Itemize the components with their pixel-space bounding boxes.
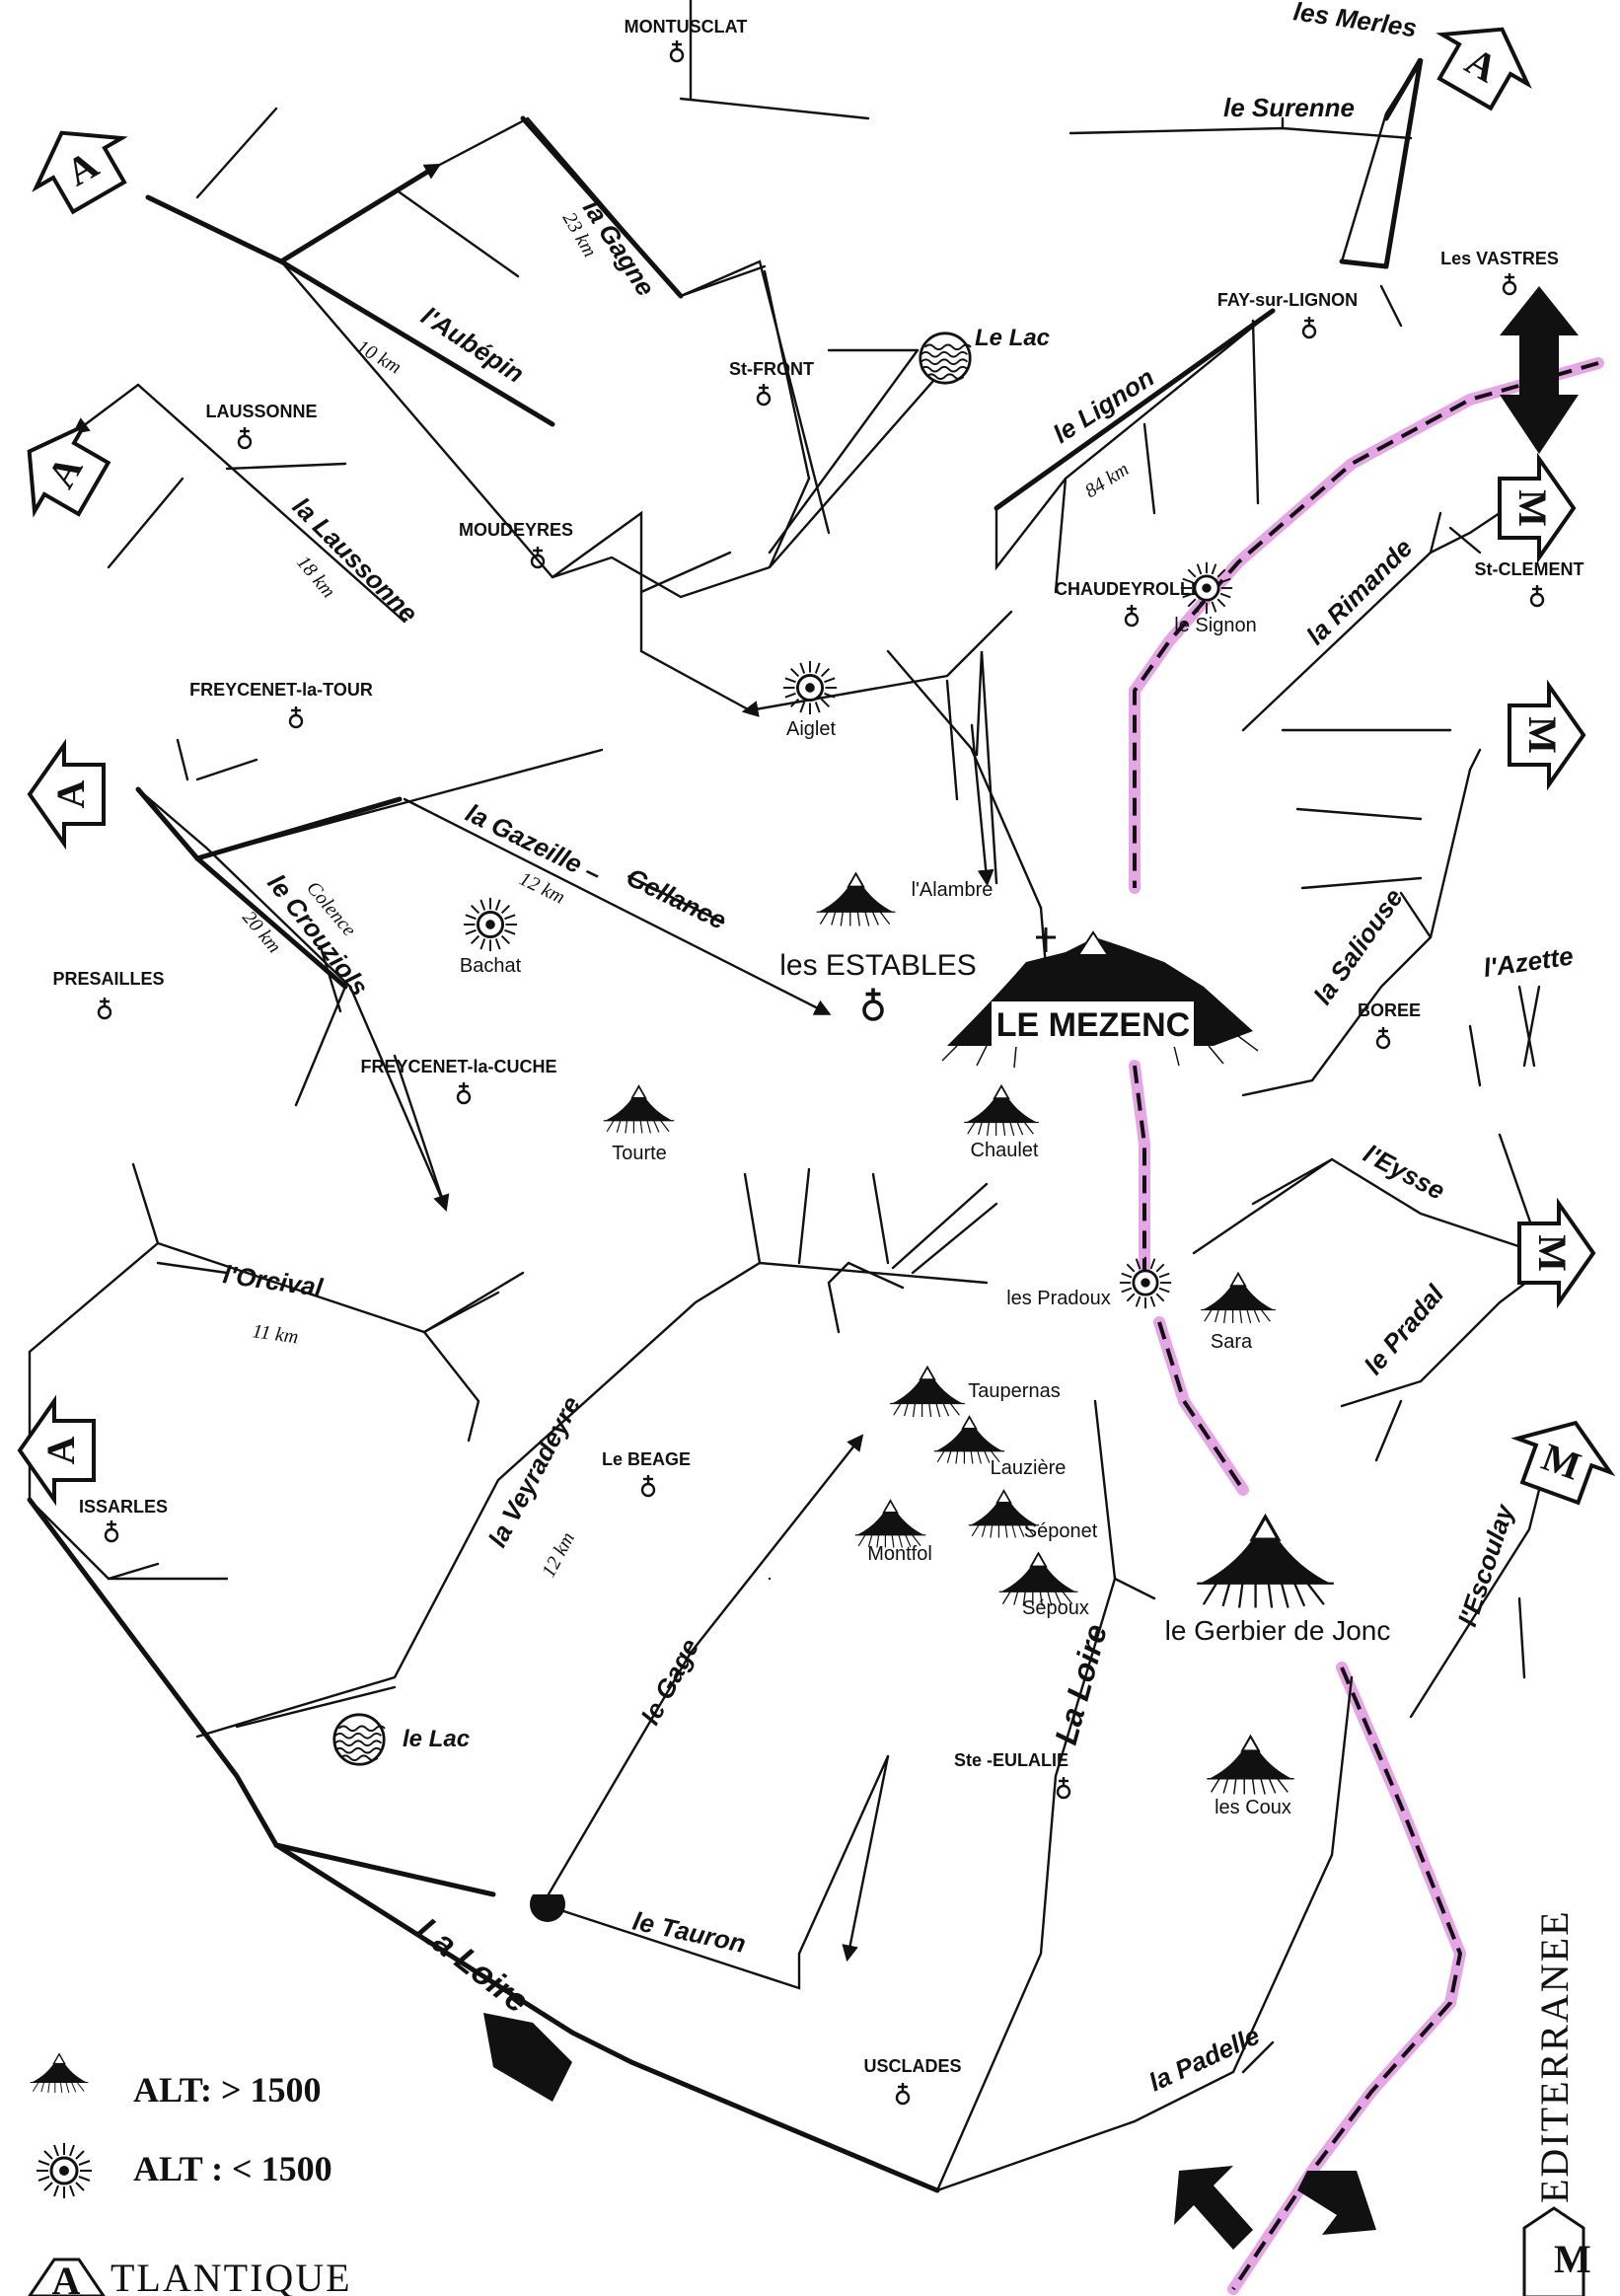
high-peaks: l'Alambre Chaulet Tourte Sara Taupernas … [602, 872, 1426, 1818]
peak-tourte: Tourte [612, 1143, 667, 1164]
town-montusclat: MONTUSCLAT [625, 17, 748, 37]
river-label-surenne: le Surenne [1223, 93, 1355, 122]
peak-pradoux: les Pradoux [1006, 1288, 1111, 1309]
double-arrow-south-east [1297, 2171, 1376, 2235]
town-boree: BOREE [1358, 1000, 1421, 1020]
main-rivers [27, 57, 1424, 2193]
lake-south: le Lac [403, 1726, 470, 1752]
river-label-gazeille-struck: Gellance [622, 861, 731, 934]
town-vastres: Les VASTRES [1440, 249, 1559, 268]
town-chaudeyrolles: CHAUDEYROLLES [1055, 579, 1215, 599]
legend-low: ALT : < 1500 [133, 2149, 332, 2188]
peak-mezenc: LE MEZENC [996, 1006, 1190, 1044]
arrow-letter-m3: M [1530, 1234, 1575, 1272]
distance-laussonne: 18 km [292, 552, 339, 602]
atlantique-rest: TLANTIQUE [110, 2256, 352, 2296]
distance-lignon: 84 km [1081, 458, 1134, 502]
arrow-letter-m2: M [1520, 716, 1565, 754]
peak-lauziere: Lauzière [991, 1457, 1067, 1479]
river-label-gage: le Gage [635, 1634, 705, 1730]
distance-gazeille: 12 km [516, 868, 568, 909]
peak-gerbier: le Gerbier de Jonc [1165, 1615, 1391, 1646]
distance-veyradeyre: 12 km [538, 1528, 579, 1581]
river-labels: la Gagne l'Aubépin la Laussonne la Gazei… [221, 0, 1575, 2097]
town-usclades: USCLADES [863, 2056, 961, 2076]
peak-seponet: Séponet [1024, 1520, 1098, 1542]
river-label-eysse: l'Eysse [1359, 1139, 1449, 1206]
arrow-letter-a4: A [38, 1436, 83, 1464]
river-label-rimande: la Rimande [1300, 533, 1418, 650]
mezenc-massif: LE MEZENC [941, 927, 1259, 1069]
distance-orcival: 11 km [251, 1320, 299, 1348]
distance-crouziols: 20 km [238, 907, 285, 957]
low-peaks: Aiglet Bachat le Signon les Pradoux [460, 560, 1257, 1310]
peak-signon: le Signon [1174, 615, 1256, 636]
tauron-mouth [530, 1894, 565, 1922]
peak-bachat: Bachat [460, 955, 522, 977]
river-label-saliouse: la Saliouse [1307, 883, 1408, 1009]
river-network [28, 0, 1546, 2193]
atlantique-initial: A [52, 2259, 81, 2296]
watershed-line [1129, 357, 1604, 2295]
town-laussonne: LAUSSONNE [205, 402, 317, 421]
distance-aubepin: 10 km [353, 335, 405, 378]
towns: MONTUSCLAT St-FRONT LAUSSONNE MOUDEYRES … [52, 17, 1584, 2106]
legend-high: ALT: > 1500 [133, 2070, 322, 2110]
arrow-letter-m1: M [1510, 489, 1555, 527]
peak-chaulet: Chaulet [971, 1140, 1039, 1161]
arrow-letter-a3: A [48, 779, 93, 808]
atlantic-arrows: A A A A A [17, 27, 1532, 1507]
town-ste-eulalie: Ste -EULALIE [954, 1750, 1068, 1770]
double-arrow-north [1500, 286, 1579, 454]
town-freycenet-tour: FREYCENET-la-TOUR [189, 680, 373, 700]
town-st-front: St-FRONT [729, 359, 814, 379]
peak-montfol: Montfol [867, 1543, 932, 1565]
peak-aiglet: Aiglet [786, 718, 836, 740]
mediterranean-arrows: M M M M [1498, 452, 1616, 1506]
double-arrow-south-west [1174, 2166, 1253, 2250]
river-label-tauron: le Tauron [630, 1906, 749, 1959]
peak-sara: Sara [1211, 1331, 1253, 1353]
peak-sepoux: Sépoux [1022, 1597, 1089, 1619]
river-label-azette: l'Azette [1482, 941, 1576, 983]
town-beage: Le BEAGE [602, 1449, 691, 1469]
river-label-escoulay: l'Escoulay [1452, 1500, 1519, 1630]
town-issarles: ISSARLES [79, 1497, 168, 1517]
peak-alambre: l'Alambre [912, 879, 994, 901]
town-moudeyres: MOUDEYRES [459, 520, 573, 540]
river-label-veyradeyre: la Veyradeyre [482, 1391, 586, 1552]
town-presailles: PRESAILLES [52, 969, 164, 989]
river-label-loire-upper: La Loire [1048, 1620, 1114, 1748]
town-st-clement: St-CLEMENT [1475, 559, 1584, 579]
lake-north: Le Lac [975, 325, 1050, 351]
loire-dam [483, 2013, 572, 2102]
town-freycenet-cuche: FREYCENET-la-CUCHE [360, 1057, 556, 1076]
mediterranee-rest: EDITERRANEE [1532, 1909, 1577, 2203]
town-fay: FAY-sur-LIGNON [1217, 290, 1358, 310]
side-labels: A TLANTIQUE M EDITERRANEE [28, 1909, 1591, 2296]
legend: ALT: > 1500 ALT : < 1500 [29, 2052, 332, 2200]
lakes: Le Lac le Lac [332, 325, 1050, 1766]
peak-taupernas: Taupernas [968, 1380, 1060, 1402]
river-label-loire-main: La Loire [409, 1910, 536, 2020]
peak-coux: les Coux [1215, 1797, 1291, 1818]
mediterranee-initial: M [1554, 2237, 1591, 2281]
town-estables: les ESTABLES [779, 949, 977, 982]
river-label-merles: les Merles [1291, 0, 1419, 42]
river-label-orcival: l'Orcival [221, 1259, 326, 1302]
